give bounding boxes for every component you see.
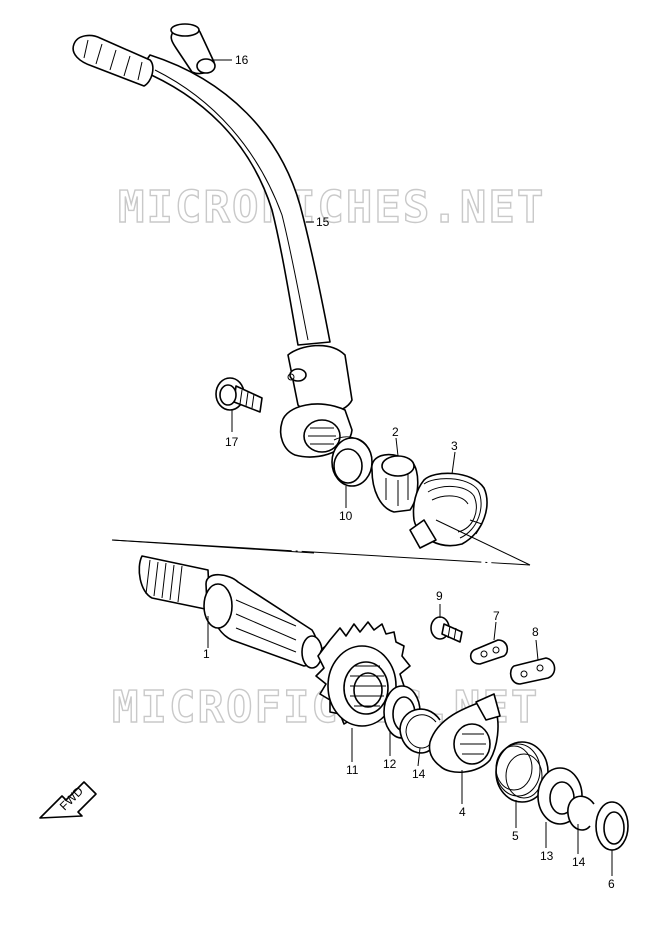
oil-seal[interactable] <box>331 436 373 487</box>
washer-6[interactable] <box>595 801 629 851</box>
spring-guide[interactable] <box>371 453 419 513</box>
axis-line-right <box>435 519 531 566</box>
part-number-17[interactable]: 17 <box>225 435 239 449</box>
kick-starter-shaft[interactable] <box>138 555 337 669</box>
circlip-14b[interactable] <box>567 795 595 831</box>
lever-bolt[interactable] <box>215 377 263 413</box>
plate-7[interactable] <box>469 639 509 665</box>
part-number-12[interactable]: 12 <box>383 757 397 771</box>
grip-cap[interactable] <box>170 23 216 75</box>
part-number-15[interactable]: 15 <box>316 215 330 229</box>
part-number-10[interactable]: 10 <box>339 509 353 523</box>
kick-lever[interactable] <box>139 54 353 458</box>
kick-spring[interactable] <box>409 472 488 549</box>
ratchet[interactable] <box>428 693 501 773</box>
bolt-9[interactable] <box>430 616 463 643</box>
watermark-top: MICROFICHES.NET <box>118 182 545 233</box>
part-number-2[interactable]: 2 <box>392 425 399 439</box>
part-number-1[interactable]: 1 <box>203 647 210 661</box>
part-number-14b[interactable]: 14 <box>572 855 586 869</box>
part-number-7[interactable]: 7 <box>493 609 500 623</box>
ratchet-spring[interactable] <box>495 741 549 803</box>
part-number-3[interactable]: 3 <box>451 439 458 453</box>
part-number-4[interactable]: 4 <box>459 805 466 819</box>
leader-lines <box>207 59 613 876</box>
stopper-8[interactable] <box>509 657 556 685</box>
part-number-13[interactable]: 13 <box>540 849 554 863</box>
part-number-8[interactable]: 8 <box>532 625 539 639</box>
part-number-9[interactable]: 9 <box>436 589 443 603</box>
part-number-16[interactable]: 16 <box>235 53 249 67</box>
forward-arrow: FWD <box>39 781 97 819</box>
axis-line-left <box>111 539 315 554</box>
part-number-14a[interactable]: 14 <box>412 767 426 781</box>
part-number-11[interactable]: 11 <box>346 763 359 777</box>
part-number-6[interactable]: 6 <box>608 877 615 891</box>
part-number-5[interactable]: 5 <box>512 829 519 843</box>
kick-grip[interactable] <box>72 34 154 87</box>
